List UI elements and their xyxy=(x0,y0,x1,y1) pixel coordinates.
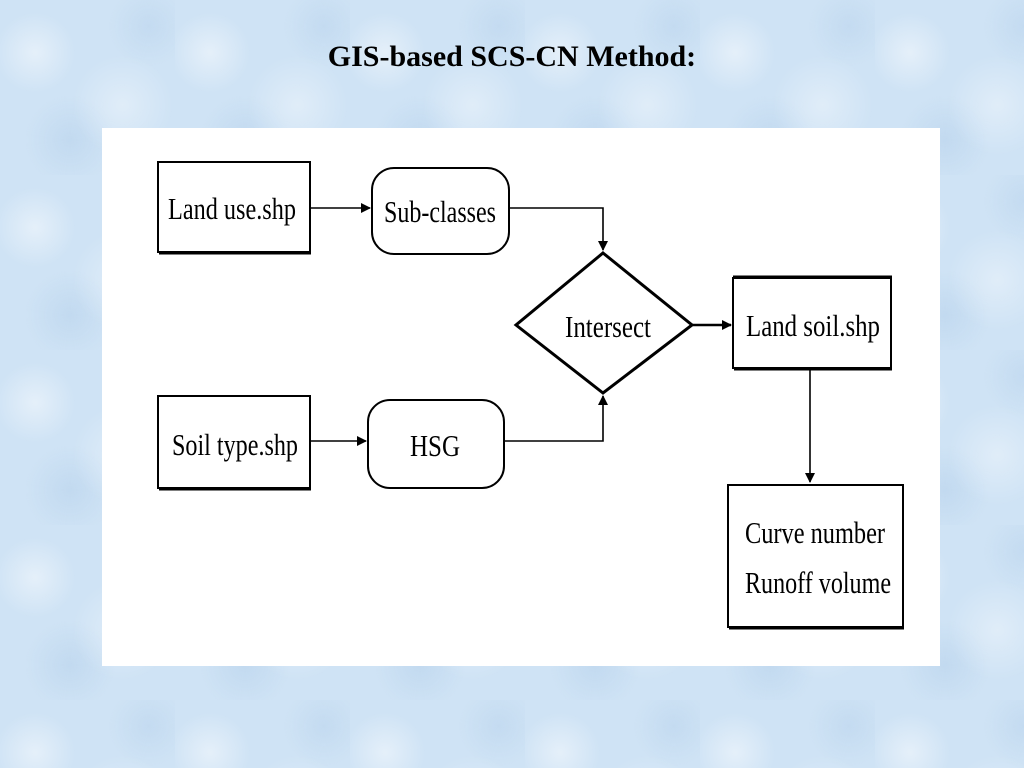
node-output-line1: Curve number xyxy=(745,515,886,550)
node-soil-type: Soil type.shp xyxy=(157,395,311,491)
node-land-use-label: Land use.shp xyxy=(168,191,296,226)
node-land-soil-label: Land soil.shp xyxy=(746,308,880,343)
node-soil-type-label: Soil type.shp xyxy=(172,427,298,462)
node-output-line2: Runoff volume xyxy=(745,565,891,600)
node-sub-classes: Sub-classes xyxy=(371,167,510,255)
edge-subclasses-to-intersect xyxy=(509,207,608,251)
node-land-soil: Land soil.shp xyxy=(732,275,892,371)
edge-hsg-to-intersect xyxy=(504,395,608,442)
node-hsg: HSG xyxy=(367,399,505,489)
node-land-use: Land use.shp xyxy=(157,161,311,255)
node-hsg-label: HSG xyxy=(410,428,460,463)
node-output: Curve number Runoff volume xyxy=(727,484,904,630)
node-sub-classes-label: Sub-classes xyxy=(384,194,496,229)
node-intersect-label: Intersect xyxy=(565,309,651,344)
node-intersect: Intersect xyxy=(513,251,695,395)
flowchart-svg: Land use.shp Sub-classes Intersect Land … xyxy=(157,161,904,630)
flowchart-panel: Land use.shp Sub-classes Intersect Land … xyxy=(102,128,940,666)
slide-title: GIS-based SCS-CN Method: xyxy=(327,40,697,73)
